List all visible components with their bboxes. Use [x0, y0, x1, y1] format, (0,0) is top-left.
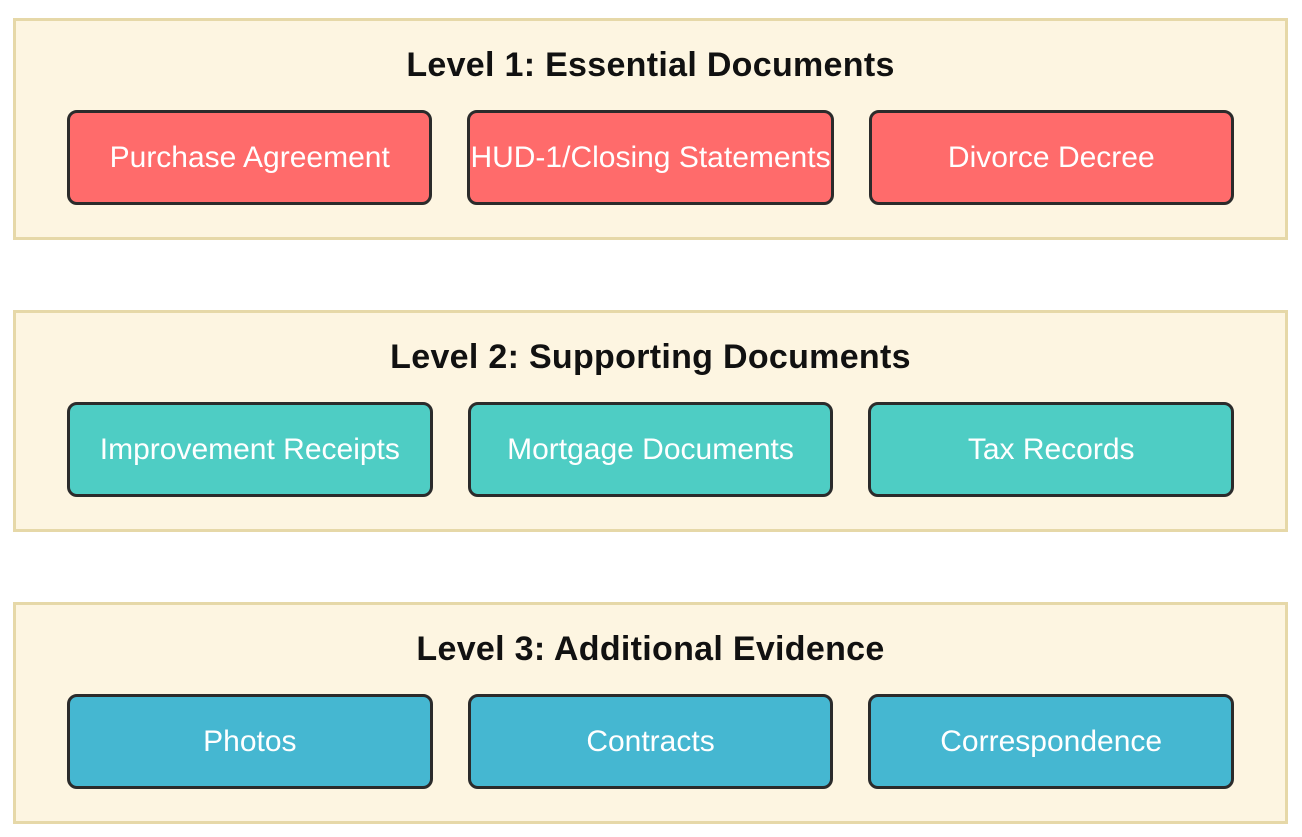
level-1-panel: Level 1: Essential Documents Purchase Ag…	[13, 18, 1288, 240]
doc-button-correspondence[interactable]: Correspondence	[868, 694, 1235, 789]
doc-button-divorce-decree[interactable]: Divorce Decree	[868, 110, 1235, 205]
level-2-title: Level 2: Supporting Documents	[390, 338, 911, 376]
level-3-title: Level 3: Additional Evidence	[416, 630, 885, 668]
doc-button-contracts[interactable]: Contracts	[467, 694, 834, 789]
level-2-button-row: Improvement Receipts Mortgage Documents …	[67, 402, 1235, 497]
doc-button-improvement-receipts[interactable]: Improvement Receipts	[67, 402, 433, 497]
doc-button-purchase-agreement[interactable]: Purchase Agreement	[67, 110, 433, 205]
level-1-title: Level 1: Essential Documents	[406, 46, 895, 84]
doc-button-hud1-closing-statements[interactable]: HUD-1/Closing Statements	[467, 110, 834, 205]
level-1-button-row: Purchase Agreement HUD-1/Closing Stateme…	[67, 110, 1235, 205]
level-3-button-row: Photos Contracts Correspondence	[67, 694, 1235, 789]
doc-button-mortgage-documents[interactable]: Mortgage Documents	[467, 402, 834, 497]
doc-button-photos[interactable]: Photos	[67, 694, 433, 789]
level-2-panel: Level 2: Supporting Documents Improvemen…	[13, 310, 1288, 532]
level-3-panel: Level 3: Additional Evidence Photos Cont…	[13, 602, 1288, 824]
doc-button-tax-records[interactable]: Tax Records	[868, 402, 1235, 497]
